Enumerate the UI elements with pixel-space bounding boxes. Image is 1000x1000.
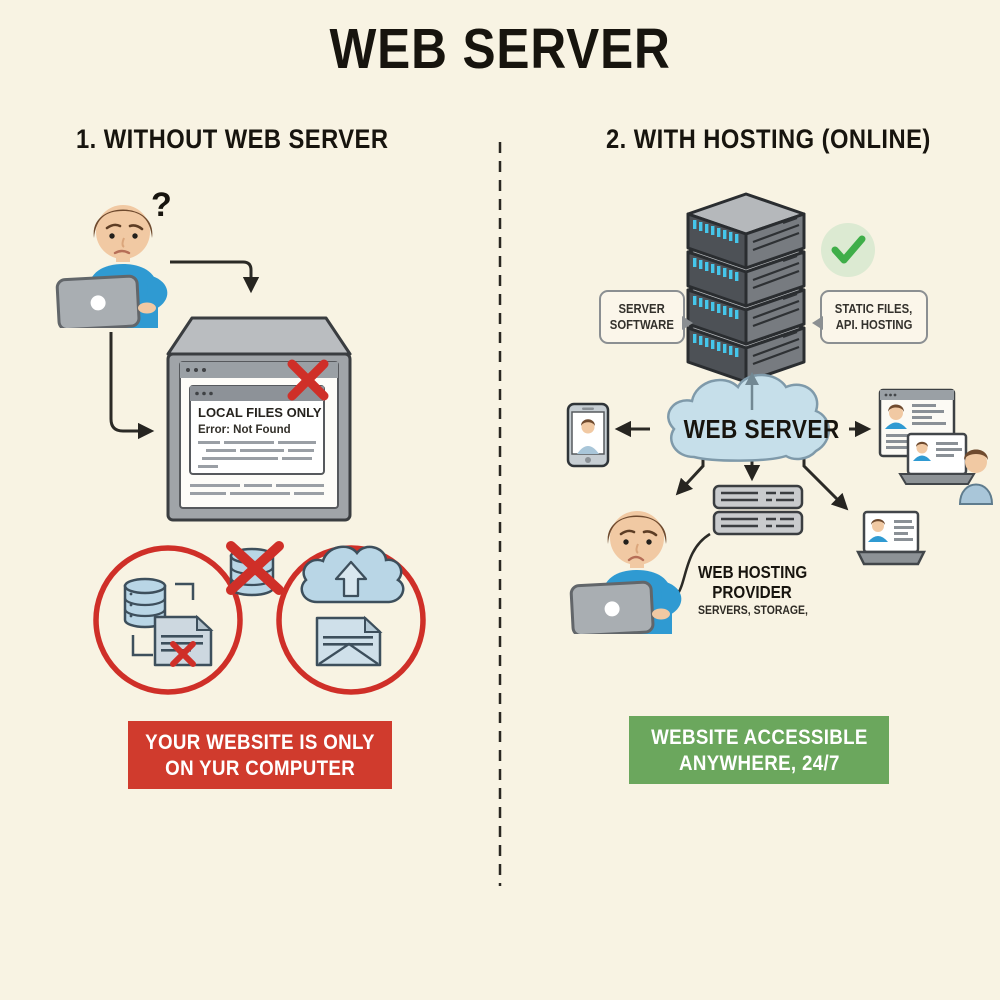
- callout-pointer: [812, 316, 823, 330]
- banner-line: ON YUR COMPUTER: [165, 756, 355, 780]
- cloud-upload-icon: [300, 545, 405, 604]
- question-mark-icon: ?: [151, 186, 172, 224]
- cloud-label: WEB SERVER: [683, 414, 840, 444]
- transfer-bracket-bottom: [131, 635, 153, 657]
- banner-line: YOUR WEBSITE IS ONLY: [145, 730, 375, 754]
- developer-at-laptop-icon: [569, 511, 682, 634]
- hosting-provider-label: WEB HOSTING PROVIDER SERVERS, STORAGE,: [698, 562, 808, 617]
- local-computer-monitor: LOCAL FILES ONLY Error: Not Found: [166, 316, 352, 522]
- left-section-heading: 1. WITHOUT WEB SERVER: [76, 124, 389, 154]
- red-x-icon: [287, 359, 329, 401]
- callout-pointer: [682, 316, 693, 330]
- visitor-laptop-icon: [898, 432, 976, 485]
- visitor-person-icon: [958, 449, 994, 505]
- laptop-lid: [55, 274, 141, 328]
- right-conclusion-banner: WEBSITE ACCESSIBLE ANYWHERE, 24/7: [629, 716, 889, 784]
- banner-line: WEBSITE ACCESSIBLE: [650, 725, 868, 749]
- banner-line: ANYWHERE, 24/7: [678, 751, 840, 775]
- right-section-heading: 2. WITH HOSTING (ONLINE): [606, 124, 931, 154]
- database-blocked-icon: [226, 541, 284, 597]
- document-icon: [153, 614, 214, 667]
- transfer-bracket-top: [175, 582, 195, 600]
- server-led-lights: [693, 220, 739, 357]
- small-red-x-icon: [170, 641, 196, 667]
- hosting-rack-icon: [712, 484, 804, 536]
- left-conclusion-banner: YOUR WEBSITE IS ONLY ON YUR COMPUTER: [128, 721, 392, 789]
- no-sharing-icons: [93, 541, 426, 695]
- web-server-cloud-icon: [667, 372, 830, 462]
- profile-browser-icon: [878, 388, 956, 458]
- blocked-circle-left: [93, 545, 243, 695]
- arrow-laptop-to-monitor: [109, 332, 155, 440]
- error-headline: LOCAL FILES ONLY: [198, 405, 322, 420]
- person-at-laptop-icon: [55, 205, 168, 328]
- arrow-person-to-monitor: [170, 260, 260, 294]
- remote-laptop-icon: [856, 510, 926, 566]
- phone-visitor-icon: [566, 402, 610, 468]
- file-upload-document-icon: [315, 615, 383, 667]
- server-vent-lines: [752, 216, 800, 366]
- big-red-x-icon: [226, 541, 284, 595]
- laptop-lid: [569, 580, 655, 634]
- error-subline: Error: Not Found: [198, 424, 291, 436]
- callout-static-files: STATIC FILES, API. HOSTING: [812, 290, 928, 344]
- server-stack-icon: [686, 192, 875, 384]
- placeholder-text-lines: [190, 441, 324, 495]
- upload-arrow-icon: [745, 372, 759, 410]
- database-icon: [123, 577, 167, 629]
- website-visitors-group: [878, 388, 994, 505]
- checkmark-icon: [821, 223, 875, 277]
- page-title: WEB SERVER: [329, 17, 671, 81]
- callout-server-software: SERVER SOFTWARE: [599, 290, 693, 344]
